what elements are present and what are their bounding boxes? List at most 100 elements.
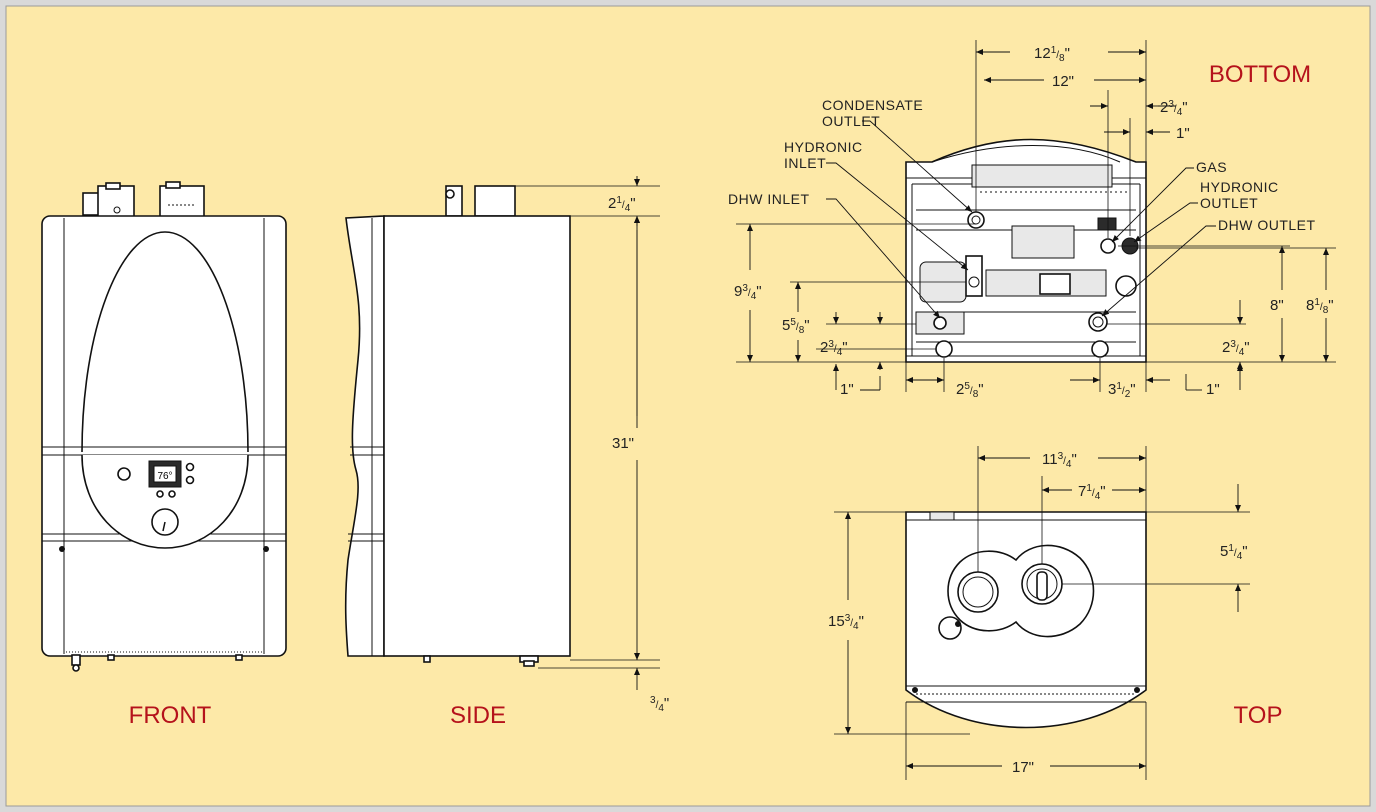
bottom-dhw-outlet-pipe xyxy=(1115,275,1137,297)
bottom-valve-block xyxy=(1097,217,1117,231)
front-screw-right xyxy=(263,546,269,552)
side-view: SIDE 21/4" 31" 3/4" xyxy=(344,176,669,729)
dim-bottom-1-left: 1" xyxy=(840,381,854,398)
front-bottom-pipe-left xyxy=(107,654,115,661)
exhaust-sensor xyxy=(1036,571,1048,601)
dim-bottom-3-1-2: 31/2" xyxy=(1108,381,1136,400)
dim-top-5-1-4: 51/4" xyxy=(1220,543,1248,562)
dim-side-bottom-text: 3/4" xyxy=(650,695,669,714)
dim-top-11-3-4: 113/4" xyxy=(1042,451,1077,470)
top-vent-plate xyxy=(947,544,1095,638)
front-led-top xyxy=(185,462,195,472)
dim-side-top: 21/4" xyxy=(608,195,636,214)
bottom-drain-right xyxy=(1091,340,1109,358)
bottom-gas-connection xyxy=(1100,238,1116,254)
front-top-vent-box xyxy=(159,185,205,219)
front-oval-window xyxy=(81,231,249,453)
callout-hydronic-outlet-line2: OUTLET xyxy=(1200,195,1258,211)
front-fitting-hole xyxy=(113,206,121,214)
side-bottom-pipe-left xyxy=(423,655,431,663)
side-bottom-pipe-tip xyxy=(523,660,535,667)
front-led-bottom xyxy=(185,475,195,485)
side-fitting-knob xyxy=(445,189,455,199)
dim-top-7-1-4: 71/4" xyxy=(1078,483,1106,502)
callout-dhw-inlet: DHW INLET xyxy=(728,191,810,207)
dim-12-1-8-text: 121/8" xyxy=(1034,45,1070,64)
front-view: 76° FRONT xyxy=(41,181,287,729)
callout-hydronic-inlet-line2: INLET xyxy=(784,155,826,171)
front-button-b xyxy=(168,490,176,498)
callout-hydronic-outlet-leader xyxy=(1133,202,1198,243)
dim-bottom-2-3-4-right: 23/4" xyxy=(1222,339,1250,358)
dim-15-3-4-text: 153/4" xyxy=(828,613,864,632)
top-rim-bracket xyxy=(929,511,955,521)
bottom-drain-left xyxy=(935,340,953,358)
dim-bottom-1-top: 1" xyxy=(1176,125,1190,142)
dim-5-1-4-text: 51/4" xyxy=(1220,543,1248,562)
top-view: TOP 113/4" 71/4" 51/4" 153/4" 1 xyxy=(828,446,1282,780)
front-drain-tip xyxy=(72,664,80,672)
air-intake-inner xyxy=(962,576,994,608)
bottom-top-bracket xyxy=(971,164,1113,188)
dim-2-3-4-left-text: 23/4" xyxy=(820,339,848,358)
front-view-label: FRONT xyxy=(129,702,212,729)
dim-9-3-4-text: 93/4" xyxy=(734,283,762,302)
dim-3-1-2-text: 31/2" xyxy=(1108,381,1136,400)
bottom-view: BOTTOM CONDENSATE OUTLET HYDRONIC INLET … xyxy=(728,40,1336,400)
top-small-port xyxy=(938,616,962,640)
dim-8-1-8-text: 81/8" xyxy=(1306,297,1334,316)
front-top-fitting-left xyxy=(82,192,100,216)
callout-hydronic-inlet-line1: HYDRONIC xyxy=(784,139,863,155)
callout-dhw-outlet-leader xyxy=(1101,225,1216,317)
dim-top-15-3-4: 153/4" xyxy=(828,613,864,632)
dhw-inlet-port xyxy=(933,316,947,330)
bottom-dhw-outlet xyxy=(1088,312,1108,332)
front-screw-left xyxy=(59,546,65,552)
front-knob-indicator xyxy=(162,521,166,532)
front-button-left xyxy=(117,467,131,481)
callout-condensate-leader xyxy=(862,120,973,213)
dim-side-height: 31" xyxy=(612,435,634,452)
callout-dhw-outlet: DHW OUTLET xyxy=(1218,217,1316,233)
callout-condensate-line1: CONDENSATE xyxy=(822,97,923,113)
dim-bottom-1-right: 1" xyxy=(1206,381,1220,398)
front-bottom-pipe-right xyxy=(235,654,243,661)
bottom-condensate-outlet xyxy=(967,211,985,229)
front-display-readout: 76° xyxy=(157,471,172,482)
dim-bottom-12-1-8: 121/8" xyxy=(1034,45,1070,64)
top-view-label: TOP xyxy=(1234,702,1283,729)
dim-5-5-8-text: 55/8" xyxy=(782,317,810,336)
top-screw-left xyxy=(912,687,918,693)
dim-bottom-2-5-8: 25/8" xyxy=(956,381,984,400)
pipe-fitting xyxy=(1039,273,1071,295)
side-top-vent xyxy=(474,185,516,217)
bottom-view-label: BOTTOM xyxy=(1209,61,1311,88)
side-curved-front xyxy=(344,215,385,657)
dim-bottom-2-3-4-top: 23/4" xyxy=(1160,99,1188,118)
top-screw-right xyxy=(1134,687,1140,693)
dim-7-1-4-text: 71/4" xyxy=(1078,483,1106,502)
top-air-intake xyxy=(957,571,999,613)
dim-bottom-9-3-4: 93/4" xyxy=(734,283,762,302)
bottom-hydronic-inlet xyxy=(965,255,983,297)
dim-side-bottom: 3/4" xyxy=(650,695,669,714)
callout-condensate-line2: OUTLET xyxy=(822,113,880,129)
dim-side-top-text: 21/4" xyxy=(608,195,636,214)
dim-top-17: 17" xyxy=(1012,759,1034,776)
callout-hydronic-inlet-leader xyxy=(826,162,969,271)
dim-2-5-8-text: 25/8" xyxy=(956,381,984,400)
front-vent-cap xyxy=(165,181,181,189)
front-bottom-drain xyxy=(71,654,81,666)
small-port-dot xyxy=(955,621,961,627)
callout-gas-leader xyxy=(1111,167,1194,243)
callout-gas: GAS xyxy=(1196,159,1227,175)
dim-bottom-12: 12" xyxy=(1052,73,1074,90)
hydronic-inlet-port xyxy=(968,276,980,288)
dim-2-3-4-top-text: 23/4" xyxy=(1160,99,1188,118)
dhw-outlet-inner xyxy=(1092,316,1104,328)
side-cabinet xyxy=(383,215,571,657)
dim-bottom-8: 8" xyxy=(1270,297,1284,314)
side-view-label: SIDE xyxy=(450,702,506,729)
